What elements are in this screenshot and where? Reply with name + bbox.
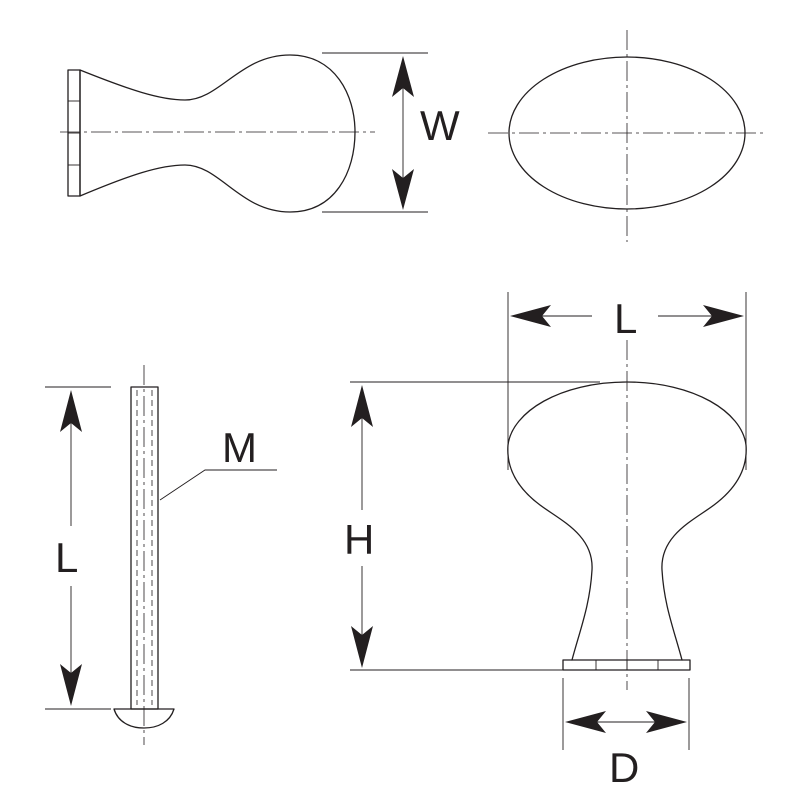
thread-label: M xyxy=(222,424,257,471)
diameter-label: D xyxy=(609,744,639,791)
front-view: L H D xyxy=(338,290,747,791)
length-arrow-right xyxy=(703,305,744,327)
diameter-arrow-right xyxy=(646,711,687,733)
thread-leader-line xyxy=(159,469,277,501)
screw-length-label: L xyxy=(55,534,78,581)
length-label: L xyxy=(614,295,637,342)
height-label: H xyxy=(344,516,374,563)
length-label-gap xyxy=(592,290,658,340)
height-arrow-up xyxy=(351,385,373,427)
side-profile-view: W xyxy=(60,52,460,213)
length-arrow-left xyxy=(510,305,551,327)
width-arrow-up xyxy=(392,56,414,97)
screw-length-label-gap xyxy=(50,526,90,586)
screw-length-arrow-up xyxy=(60,390,82,432)
height-label-gap xyxy=(338,510,386,566)
screw-view: L M xyxy=(45,365,277,745)
screw-length-arrow-down xyxy=(60,664,82,706)
diameter-arrow-left xyxy=(565,711,606,733)
top-view xyxy=(488,30,767,242)
side-profile-outline xyxy=(79,54,356,213)
screw-head xyxy=(113,708,175,729)
width-label: W xyxy=(420,102,460,149)
screw-shank xyxy=(130,386,159,710)
front-view-base-plate xyxy=(562,659,691,671)
width-arrow-down xyxy=(392,169,414,210)
height-arrow-down xyxy=(351,626,373,668)
